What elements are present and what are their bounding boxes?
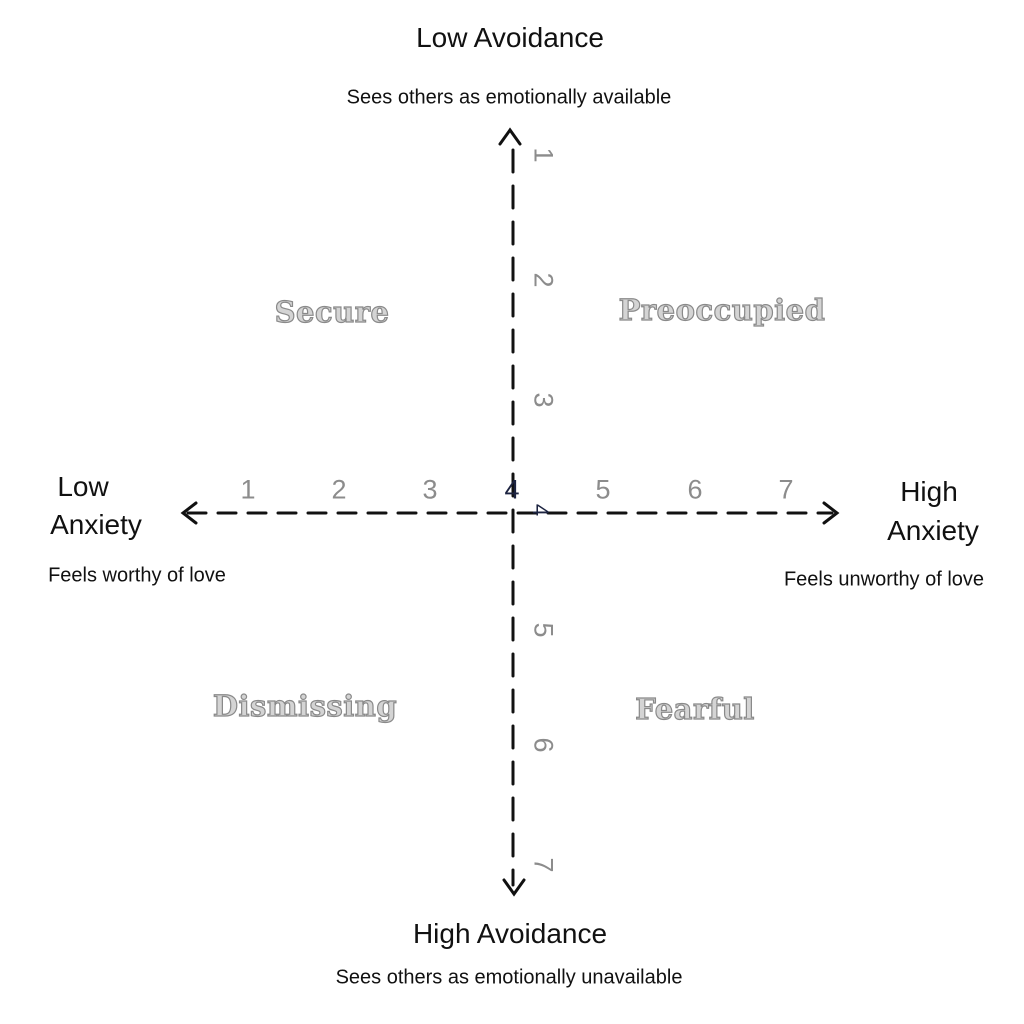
h-tick-3: 3 xyxy=(422,474,438,505)
quadrant-dismissing: Dismissing xyxy=(212,688,398,723)
v-tick-6: 6 xyxy=(528,737,559,753)
right-axis-subtitle: Feels unworthy of love xyxy=(783,568,985,591)
bottom-axis-subtitle: Sees others as emotionally unavailable xyxy=(335,966,683,989)
h-tick-6: 6 xyxy=(687,474,703,505)
v-tick-1: 1 xyxy=(528,147,559,163)
right-axis-title-line2: Anxiety xyxy=(887,515,979,546)
left-axis-subtitle: Feels worthy of love xyxy=(48,564,226,587)
v-tick-7: 7 xyxy=(528,857,559,873)
v-tick-5: 5 xyxy=(528,622,559,638)
right-arrow-icon xyxy=(822,501,840,525)
h-tick-1: 1 xyxy=(240,474,256,505)
bottom-axis-title: High Avoidance xyxy=(412,918,608,949)
h-tick-5: 5 xyxy=(595,474,611,505)
right-axis-title-line1: High xyxy=(900,476,958,507)
quadrant-fearful: Fearful xyxy=(635,691,755,726)
left-axis-title-line2: Anxiety xyxy=(50,509,142,540)
h-tick-2: 2 xyxy=(331,474,347,505)
down-arrow-icon xyxy=(502,878,526,897)
quadrant-secure: Secure xyxy=(274,294,390,329)
h-tick-7: 7 xyxy=(778,474,794,505)
left-axis-title-line1: Low xyxy=(57,471,109,502)
quadrant-preoccupied: Preoccupied xyxy=(618,292,826,327)
top-axis-subtitle: Sees others as emotionally available xyxy=(346,86,672,109)
vertical-axis xyxy=(498,127,526,897)
v-tick-2: 2 xyxy=(528,272,559,288)
up-arrow-icon xyxy=(498,127,522,146)
v-tick-3: 3 xyxy=(528,392,559,408)
horizontal-axis xyxy=(180,501,840,525)
top-axis-title: Low Avoidance xyxy=(416,22,604,53)
left-arrow-icon xyxy=(180,501,198,525)
v-tick-4: 4 xyxy=(528,503,553,517)
h-tick-4: 4 xyxy=(504,474,520,505)
